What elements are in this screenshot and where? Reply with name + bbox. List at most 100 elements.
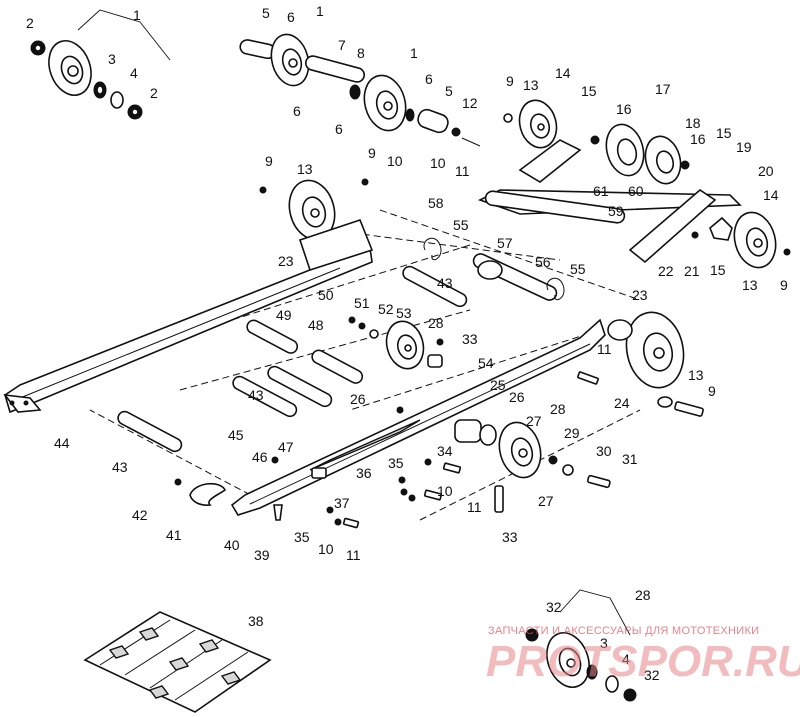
callout-13: 13 bbox=[297, 161, 313, 177]
track-section bbox=[83, 611, 272, 713]
callout-31: 31 bbox=[622, 451, 638, 467]
callout-32: 32 bbox=[546, 599, 562, 615]
callout-51: 51 bbox=[354, 295, 370, 311]
callout-16: 16 bbox=[616, 101, 632, 117]
callout-6: 6 bbox=[287, 9, 295, 25]
callout-15: 15 bbox=[581, 83, 597, 99]
callout-41: 41 bbox=[166, 527, 182, 543]
wheel-assembly-bottom-right bbox=[525, 589, 637, 702]
callout-47: 47 bbox=[278, 439, 294, 455]
callout-2: 2 bbox=[150, 85, 158, 101]
callout-9: 9 bbox=[708, 383, 716, 399]
callout-48: 48 bbox=[308, 317, 324, 333]
callout-42: 42 bbox=[132, 507, 148, 523]
callout-34: 34 bbox=[437, 443, 453, 459]
callout-27: 27 bbox=[538, 493, 554, 509]
callout-18: 18 bbox=[685, 115, 701, 131]
callout-29: 29 bbox=[564, 425, 580, 441]
callout-10: 10 bbox=[318, 541, 334, 557]
wheel-assembly-left bbox=[30, 9, 171, 120]
callout-13: 13 bbox=[688, 367, 704, 383]
callout-9: 9 bbox=[506, 73, 514, 89]
callout-10: 10 bbox=[437, 483, 453, 499]
callout-56: 56 bbox=[535, 254, 551, 270]
watermark-tagline: ЗАПЧАСТИ И АКСЕССУАРЫ ДЛЯ МОТОТЕХНИКИ bbox=[488, 625, 759, 637]
upper-axle-assembly bbox=[239, 33, 481, 147]
callout-5: 5 bbox=[445, 83, 453, 99]
callout-38: 38 bbox=[248, 613, 264, 629]
callout-9: 9 bbox=[368, 145, 376, 161]
callout-27: 27 bbox=[526, 413, 542, 429]
rear-scissor-frame bbox=[477, 139, 742, 264]
callout-12: 12 bbox=[462, 95, 478, 111]
callout-1: 1 bbox=[316, 3, 324, 19]
callout-7: 7 bbox=[338, 37, 346, 53]
callout-4: 4 bbox=[130, 65, 138, 81]
callout-28: 28 bbox=[428, 315, 444, 331]
upper-right-wheels bbox=[503, 99, 690, 185]
callout-19: 19 bbox=[736, 139, 752, 155]
middle-idler-wheel bbox=[348, 316, 444, 370]
callout-37: 37 bbox=[334, 495, 350, 511]
callout-33: 33 bbox=[502, 529, 518, 545]
callout-22: 22 bbox=[658, 263, 674, 279]
callout-25: 25 bbox=[490, 377, 506, 393]
callout-45: 45 bbox=[228, 427, 244, 443]
callout-9: 9 bbox=[265, 153, 273, 169]
callout-8: 8 bbox=[357, 45, 365, 61]
callout-21: 21 bbox=[684, 263, 700, 279]
callout-36: 36 bbox=[356, 465, 372, 481]
callout-33: 33 bbox=[462, 331, 478, 347]
callout-26: 26 bbox=[350, 391, 366, 407]
callout-23: 23 bbox=[278, 253, 294, 269]
callout-32: 32 bbox=[644, 667, 660, 683]
callout-13: 13 bbox=[742, 277, 758, 293]
callout-6: 6 bbox=[335, 121, 343, 137]
callout-59: 59 bbox=[608, 203, 624, 219]
callout-46: 46 bbox=[252, 449, 268, 465]
callout-52: 52 bbox=[378, 301, 394, 317]
lower-hardware bbox=[174, 456, 504, 529]
callout-10: 10 bbox=[387, 153, 403, 169]
callout-39: 39 bbox=[254, 547, 270, 563]
callout-23: 23 bbox=[632, 287, 648, 303]
callout-3: 3 bbox=[600, 635, 608, 651]
callout-13: 13 bbox=[523, 77, 539, 93]
callout-14: 14 bbox=[555, 65, 571, 81]
callout-55: 55 bbox=[570, 261, 586, 277]
callout-9: 9 bbox=[780, 277, 788, 293]
callout-11: 11 bbox=[346, 547, 361, 563]
callout-54: 54 bbox=[478, 355, 494, 371]
callout-1: 1 bbox=[410, 45, 418, 61]
callout-57: 57 bbox=[497, 235, 513, 251]
callout-53: 53 bbox=[396, 305, 412, 321]
callout-58: 58 bbox=[428, 195, 444, 211]
callout-61: 61 bbox=[593, 183, 609, 199]
callout-35: 35 bbox=[388, 455, 404, 471]
callout-11: 11 bbox=[467, 499, 482, 515]
callout-24: 24 bbox=[614, 395, 630, 411]
callout-2: 2 bbox=[26, 15, 34, 31]
callout-44: 44 bbox=[54, 435, 70, 451]
right-slide-rail bbox=[230, 318, 606, 516]
callout-43: 43 bbox=[112, 459, 128, 475]
callout-55: 55 bbox=[453, 217, 469, 233]
watermark-brand: PROTSPOR.RU bbox=[486, 637, 800, 686]
callout-43: 43 bbox=[437, 275, 453, 291]
callout-11: 11 bbox=[597, 341, 612, 357]
callout-30: 30 bbox=[596, 443, 612, 459]
callout-15: 15 bbox=[716, 125, 732, 141]
callout-1: 1 bbox=[133, 7, 141, 23]
callout-28: 28 bbox=[550, 401, 566, 417]
callout-15: 15 bbox=[710, 262, 726, 278]
callout-43: 43 bbox=[248, 387, 264, 403]
callout-60: 60 bbox=[628, 183, 644, 199]
watermark: ЗАПЧАСТИ И АКСЕССУАРЫ ДЛЯ МОТОТЕХНИКИ PR… bbox=[486, 625, 800, 686]
callout-50: 50 bbox=[318, 287, 334, 303]
callout-11: 11 bbox=[455, 163, 470, 179]
callout-labels: 1 2 3 4 2 5 6 1 7 8 6 1 6 5 6 12 10 11 9… bbox=[26, 3, 788, 683]
callout-40: 40 bbox=[224, 537, 240, 553]
callout-10: 10 bbox=[430, 155, 446, 171]
lower-idler-wheel bbox=[396, 406, 611, 489]
